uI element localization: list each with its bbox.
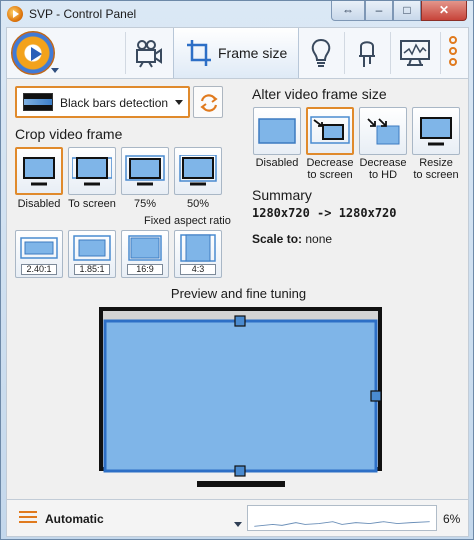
tab-led[interactable]	[345, 28, 389, 78]
cpu-load-graph	[247, 505, 437, 531]
toolbar-divider	[125, 32, 126, 74]
crop-50-option[interactable]	[174, 147, 222, 195]
fixed-aspect-ratio-label: Fixed aspect ratio	[144, 215, 231, 227]
tab-monitor[interactable]	[391, 28, 439, 78]
monitor-graph-icon	[400, 40, 430, 66]
main-toolbar: Frame size	[6, 27, 469, 79]
toolbar-divider	[440, 32, 441, 74]
aspect-ratio-icon	[20, 237, 58, 260]
aspect-ratio-icon	[180, 234, 216, 263]
crop-75-option[interactable]	[121, 147, 169, 195]
preview-canvas[interactable]	[99, 307, 382, 487]
lightbulb-icon	[311, 38, 331, 67]
alter-frame-size-heading: Alter video frame size	[252, 86, 387, 102]
aspect-ratio-1-85-option[interactable]: 1.85:1	[68, 230, 116, 278]
minimize-button[interactable]: –	[365, 1, 393, 21]
close-button[interactable]: ✕	[421, 1, 467, 21]
crop-75-caption: 75%	[133, 198, 157, 210]
svp-app-icon	[7, 6, 23, 22]
scale-to-value: none	[305, 232, 333, 246]
ratio-label: 4:3	[180, 264, 216, 275]
black-bars-detection-label: Black bars detection	[60, 96, 169, 110]
monitor-crop-icon	[125, 155, 165, 186]
maximize-button[interactable]: □	[393, 1, 421, 21]
crop-disabled-caption: Disabled	[17, 198, 61, 210]
crop-50-caption: 50%	[186, 198, 210, 210]
tab-frame-size[interactable]: Frame size	[173, 28, 299, 78]
scale-to-line: Scale to: none	[252, 232, 332, 246]
aspect-ratio-16-9-option[interactable]: 16:9	[121, 230, 169, 278]
profile-selector[interactable]: Automatic	[45, 512, 104, 526]
status-bar: Automatic 6%	[6, 499, 469, 537]
black-bars-icon	[23, 93, 53, 111]
aspect-ratio-icon	[128, 235, 162, 262]
summary-heading: Summary	[252, 187, 312, 203]
svp-logo-menu-button[interactable]	[11, 31, 55, 75]
title-bar: SVP - Control Panel ⇔ – □ ✕	[1, 1, 473, 27]
crop-disabled-option[interactable]	[15, 147, 63, 195]
aspect-ratio-4-3-option[interactable]: 4:3	[174, 230, 222, 278]
scale-to-label: Scale to:	[252, 232, 303, 246]
aspect-ratio-2-40-option[interactable]: 2.40:1	[15, 230, 63, 278]
tab-ideas[interactable]	[299, 28, 343, 78]
aspect-ratio-icon	[73, 235, 111, 262]
alter-disabled-option[interactable]	[253, 107, 301, 155]
monitor-crop-icon	[179, 155, 217, 186]
chevron-down-icon	[175, 100, 183, 105]
profile-menu-icon[interactable]	[19, 511, 37, 525]
crop-icon	[187, 40, 211, 66]
resize-handle-right	[370, 390, 382, 402]
tab-video-source[interactable]	[127, 28, 171, 78]
frame-size-panel: Black bars detection Crop video frame	[6, 79, 469, 499]
monitor-icon	[23, 157, 55, 186]
crop-video-frame-heading: Crop video frame	[15, 126, 123, 142]
resize-handle-top	[234, 315, 246, 327]
decrease-to-hd-icon	[367, 118, 400, 145]
chevron-down-icon	[51, 68, 59, 73]
crop-to-screen-caption: To screen	[68, 198, 116, 210]
led-icon	[359, 41, 375, 67]
tab-frame-size-label: Frame size	[218, 45, 288, 61]
ratio-label: 16:9	[127, 264, 163, 275]
toolbar-divider	[390, 32, 391, 74]
black-bars-detection-select[interactable]: Black bars detection	[15, 86, 190, 118]
summary-resolution: 1280x720 -> 1280x720	[252, 206, 397, 220]
resize-handle-bottom	[234, 465, 246, 477]
crop-to-screen-option[interactable]	[68, 147, 116, 195]
more-options-icon[interactable]	[447, 36, 459, 72]
restore-size-button[interactable]: ⇔	[331, 1, 365, 21]
refresh-icon	[200, 94, 218, 112]
preview-video-area	[103, 319, 378, 473]
alter-decrease-to-screen-option[interactable]	[306, 107, 354, 155]
window-title: SVP - Control Panel	[29, 7, 137, 21]
monitor-stand	[197, 481, 285, 487]
monitor-crop-icon	[72, 157, 112, 186]
decrease-to-screen-icon	[310, 116, 350, 144]
movie-camera-icon	[136, 40, 162, 68]
ratio-label: 2.40:1	[21, 264, 57, 275]
alter-decrease-to-hd-option[interactable]	[359, 107, 407, 155]
chevron-down-icon[interactable]	[234, 522, 242, 527]
toolbar-divider	[344, 32, 345, 74]
alter-disabled-caption: Disabled	[255, 157, 299, 169]
preview-heading: Preview and fine tuning	[170, 286, 307, 301]
alter-resize-to-screen-option[interactable]	[412, 107, 460, 155]
resize-to-screen-icon	[420, 117, 452, 146]
ratio-label: 1.85:1	[74, 264, 110, 275]
frame-icon	[258, 118, 296, 144]
refresh-detection-button[interactable]	[193, 86, 223, 118]
cpu-load-percent: 6%	[443, 512, 461, 526]
